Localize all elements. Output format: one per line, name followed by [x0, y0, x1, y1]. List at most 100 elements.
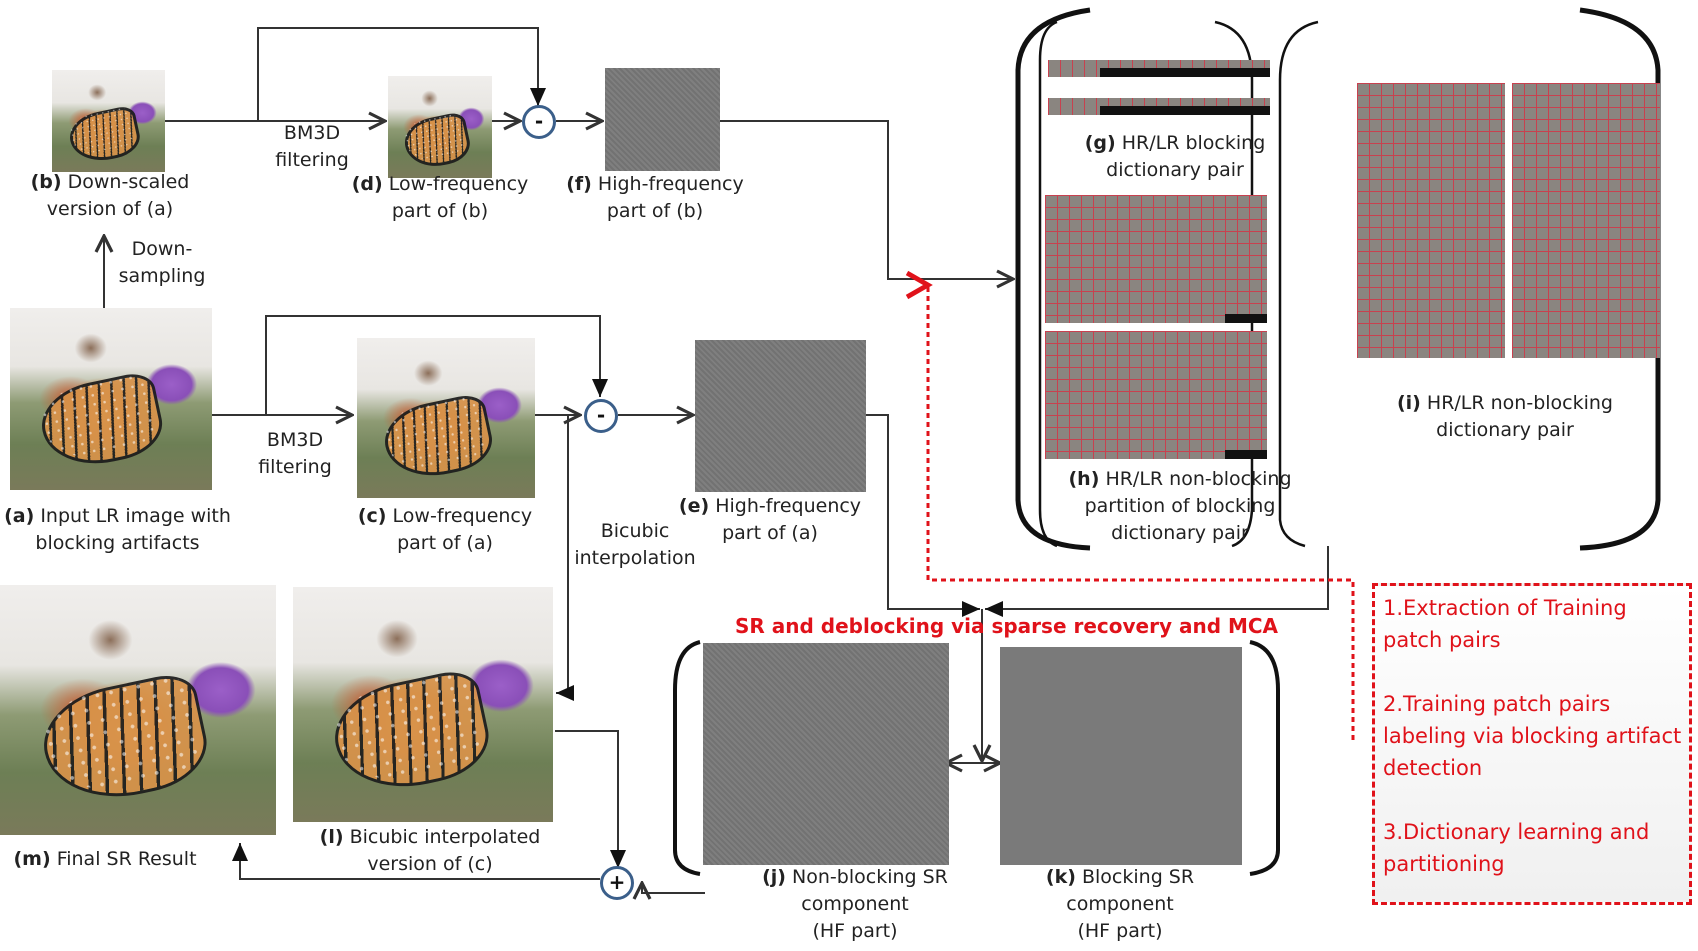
caption-f: (f) High-frequency part of (b) — [555, 171, 755, 225]
bracket-sr-right — [1249, 640, 1280, 876]
caption-e-line2: part of (a) — [722, 522, 818, 544]
caption-j-line3: (HF part) — [812, 920, 898, 942]
caption-l: (l) Bicubic interpolated version of (c) — [310, 824, 550, 878]
caption-m: (m) Final SR Result — [5, 846, 205, 873]
bracket-g-right — [1214, 20, 1254, 548]
caption-m-line1: Final SR Result — [56, 848, 197, 870]
caption-k: (k) Blocking SR component (HF part) — [1010, 864, 1230, 945]
training-step-2: 2.Training patch pairs labeling via bloc… — [1383, 692, 1682, 780]
caption-i-tag: (i) — [1396, 392, 1421, 414]
dictionary-i-hr — [1357, 83, 1505, 358]
caption-h-line2: partition of blocking — [1084, 495, 1276, 517]
caption-c-line2: part of (a) — [397, 532, 493, 554]
image-b-downscaled — [52, 70, 165, 172]
label-bm3d-mid-line1: BM3D — [266, 429, 324, 451]
caption-g-line2: dictionary pair — [1106, 159, 1244, 181]
edge-training-feedback — [905, 270, 1355, 740]
bracket-g-left — [1038, 20, 1058, 548]
caption-a: (a) Input LR image with blocking artifac… — [0, 503, 235, 557]
edge-c-to-l — [556, 415, 574, 701]
caption-l-line1: Bicubic interpolated — [349, 826, 541, 848]
edge-dict-to-sr — [985, 546, 1329, 617]
caption-m-tag: (m) — [13, 848, 51, 870]
label-bm3d-top: BM3D filtering — [262, 120, 362, 174]
bracket-dict-outer-left — [1015, 7, 1091, 551]
bracket-i-left — [1278, 20, 1319, 548]
subtract-operator-top: - — [522, 105, 556, 139]
image-c-lowfreq-a — [357, 338, 535, 498]
image-a-input — [10, 308, 212, 490]
edge-a-skip — [265, 315, 608, 415]
dictionary-g-hr-strip — [1048, 60, 1270, 77]
edge-l-to-plus — [555, 730, 626, 868]
caption-k-line2: component — [1066, 893, 1174, 915]
edge-f-out — [720, 120, 1013, 279]
caption-d-line2: part of (b) — [391, 200, 489, 222]
caption-a-tag: (a) — [4, 505, 35, 527]
caption-j-tag: (j) — [762, 866, 786, 888]
image-f-highfreq-b — [605, 68, 720, 171]
caption-k-line1: Blocking SR — [1081, 866, 1195, 888]
caption-a-line1: Input LR image with — [40, 505, 231, 527]
label-bm3d-top-line2: filtering — [275, 149, 349, 171]
caption-i-line2: dictionary pair — [1436, 419, 1574, 441]
label-downsampling-line2: sampling — [118, 265, 206, 287]
caption-b-line1: Down-scaled — [67, 171, 190, 193]
stage-title: SR and deblocking via sparse recovery an… — [735, 614, 1279, 638]
caption-b-line2: version of (a) — [46, 198, 174, 220]
caption-k-tag: (k) — [1045, 866, 1076, 888]
caption-g: (g) HR/LR blocking dictionary pair — [1060, 130, 1290, 184]
dictionary-i-lr — [1512, 83, 1660, 358]
caption-i-line1: HR/LR non-blocking — [1426, 392, 1613, 414]
caption-c-line1: Low-frequency — [392, 505, 533, 527]
caption-c-tag: (c) — [357, 505, 387, 527]
label-bm3d-top-line1: BM3D — [283, 122, 341, 144]
caption-k-line3: (HF part) — [1077, 920, 1163, 942]
caption-c: (c) Low-frequency part of (a) — [345, 503, 545, 557]
caption-h-line1: HR/LR non-blocking — [1105, 468, 1292, 490]
caption-f-tag: (f) — [566, 173, 592, 195]
label-bm3d-mid: BM3D filtering — [245, 427, 345, 481]
caption-d-line1: Low-frequency — [388, 173, 529, 195]
edge-plus-to-m — [232, 843, 600, 880]
add-operator-bottom: + — [600, 866, 634, 900]
caption-h: (h) HR/LR non-blocking partition of bloc… — [1045, 466, 1315, 547]
dictionary-h-hr — [1045, 195, 1267, 323]
caption-d: (d) Low-frequency part of (b) — [340, 171, 540, 225]
label-bm3d-mid-line2: filtering — [258, 456, 332, 478]
image-k-blocking-sr — [1000, 647, 1242, 865]
edge-e-out — [866, 414, 980, 617]
training-step-1: 1.Extraction of Training patch pairs — [1383, 596, 1627, 652]
image-j-nonblocking-sr — [703, 643, 949, 865]
caption-e: (e) High-frequency part of (a) — [670, 493, 870, 547]
caption-f-line2: part of (b) — [606, 200, 704, 222]
dictionary-h-lr — [1045, 331, 1267, 459]
edge-b-skip — [257, 27, 546, 121]
caption-h-line3: dictionary pair — [1111, 522, 1249, 544]
caption-b: (b) Down-scaled version of (a) — [10, 169, 210, 223]
dictionary-g-lr-strip — [1048, 98, 1270, 115]
caption-j-line1: Non-blocking SR — [792, 866, 948, 888]
label-downsampling: Down- sampling — [112, 236, 212, 290]
label-bicubic-line1: Bicubic — [600, 520, 670, 542]
caption-g-line1: HR/LR blocking — [1121, 132, 1266, 154]
caption-e-line1: High-frequency — [715, 495, 862, 517]
caption-d-tag: (d) — [351, 173, 383, 195]
caption-a-line2: blocking artifacts — [35, 532, 200, 554]
label-bicubic: Bicubic interpolation — [570, 518, 700, 572]
image-d-lowfreq-b — [388, 76, 492, 178]
image-m-final-sr — [0, 585, 276, 835]
bracket-sr-left — [673, 640, 701, 876]
caption-j: (j) Non-blocking SR component (HF part) — [745, 864, 965, 945]
caption-b-tag: (b) — [30, 171, 62, 193]
label-downsampling-line1: Down- — [131, 238, 193, 260]
label-bicubic-line2: interpolation — [574, 547, 696, 569]
training-steps-box: 1.Extraction of Training patch pairs 2.T… — [1372, 583, 1692, 905]
image-e-highfreq-a — [695, 340, 866, 492]
image-l-bicubic — [293, 587, 553, 822]
edge-j-to-plus — [642, 883, 705, 893]
caption-l-tag: (l) — [319, 826, 344, 848]
caption-i: (i) HR/LR non-blocking dictionary pair — [1375, 390, 1635, 444]
caption-f-line1: High-frequency — [597, 173, 744, 195]
